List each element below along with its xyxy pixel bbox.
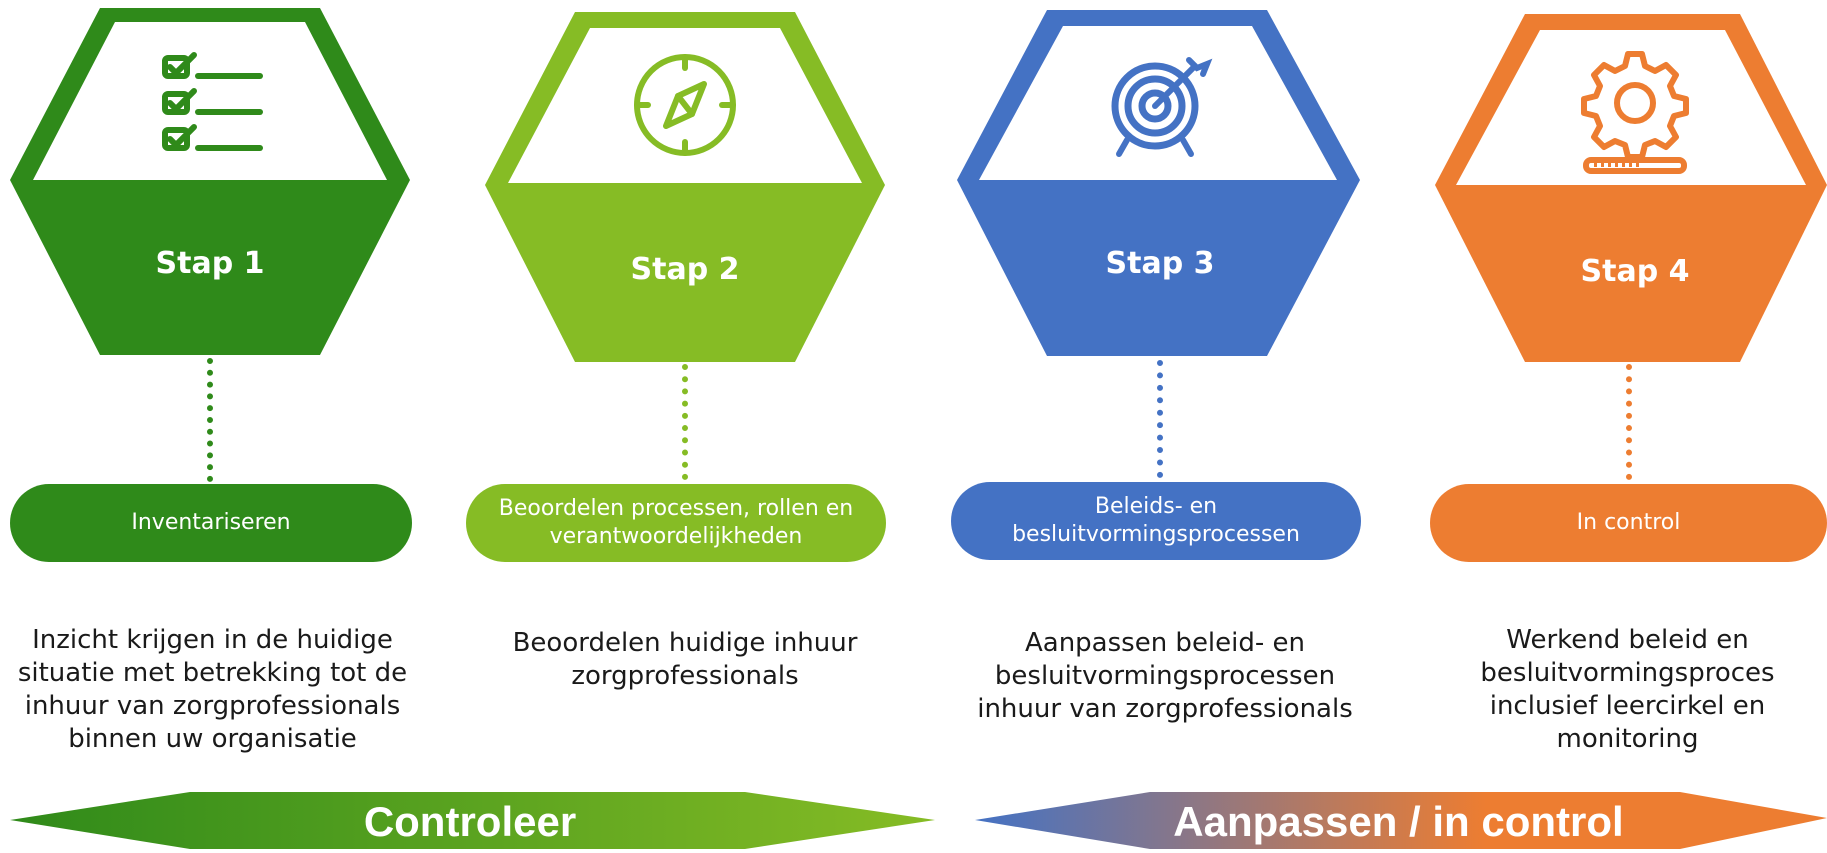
phase-label-controleer: Controleer (363, 798, 577, 845)
step-1: Stap 1 Inventariseren Inzicht krijgen in… (5, 0, 415, 849)
step-1-title: Stap 1 (155, 246, 265, 281)
step-2-label: Beoordelen processen, rollen en verantwo… (466, 484, 886, 562)
step-4-description: Werkend beleid en besluitvormingsproces … (1480, 625, 1775, 754)
step-3-description: Aanpassen beleid- en besluitvormingsproc… (977, 628, 1353, 724)
phase-label-aanpassen: Aanpassen / in control (1173, 798, 1624, 845)
compass-icon (630, 50, 740, 164)
step-4-connector (1626, 364, 1632, 480)
step-2-title: Stap 2 (630, 252, 740, 287)
target-icon (1105, 50, 1215, 164)
checklist-icon (160, 50, 265, 164)
step-2-hexagon (480, 0, 890, 370)
phase-arrow-controleer (0, 790, 940, 853)
step-3-label: Beleids- en besluitvormingsprocessen (951, 482, 1361, 560)
gear-progress-icon (1580, 48, 1690, 182)
step-4-label: In control (1430, 484, 1827, 562)
step-3-connector (1157, 360, 1163, 478)
step-2-description: Beoordelen huidige inhuur zorgprofession… (512, 628, 858, 691)
step-1-hexagon (5, 0, 415, 360)
step-3-title: Stap 3 (1105, 246, 1215, 281)
step-1-description: Inzicht krijgen in de huidige situatie m… (17, 625, 408, 754)
step-2-connector (682, 364, 688, 480)
step-4: Stap 4 In control Werkend beleid en besl… (1430, 0, 1827, 849)
step-4-title: Stap 4 (1580, 254, 1690, 289)
step-4-hexagon (1430, 0, 1827, 370)
phase-arrow-aanpassen (970, 790, 1827, 853)
step-3: Stap 3 Beleids- en besluitvormingsproces… (951, 0, 1365, 849)
step-1-connector (207, 358, 213, 482)
step-2: Stap 2 Beoordelen processen, rollen en v… (466, 0, 890, 849)
step-1-label: Inventariseren (10, 484, 412, 562)
